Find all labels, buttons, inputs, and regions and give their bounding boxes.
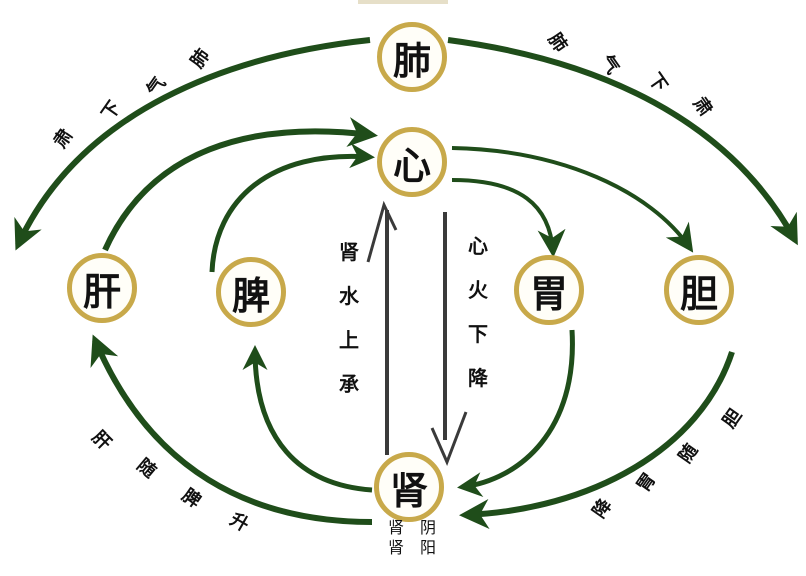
arrow-stomach-to-kidney	[457, 329, 575, 497]
label-kidney-water-rises-1: 肾	[339, 240, 359, 264]
label-kidney-yin-yang-right: 阴 阳	[420, 520, 436, 556]
label-heart-fire-descends-4: 降	[468, 366, 488, 390]
label-kidney-water-rises-4: 承	[339, 372, 359, 396]
label-kidney-yang-1: 肾	[388, 538, 405, 557]
label-heart-fire-descends: 心 火 下 降	[468, 236, 488, 388]
arrow-kidney-to-liver	[90, 334, 373, 525]
arrow-gallbladder-to-kidney	[459, 351, 735, 530]
label-kidney-yin-yang-left: 肾 肾	[388, 520, 404, 556]
node-gallbladder: 胆	[664, 255, 734, 325]
label-kidney-water-rises-2: 水	[339, 284, 359, 308]
label-kidney-water-rises: 肾 水 上 承	[339, 242, 359, 394]
label-heart-fire-descends-2: 火	[468, 278, 488, 302]
label-kidney-yang-2: 阳	[420, 538, 437, 557]
arrow-heart-to-stomach	[451, 178, 566, 258]
top-edge-decoration	[358, 0, 448, 4]
arrow-kidney-water-rise-head	[366, 200, 398, 263]
label-kidney-water-rises-3: 上	[339, 328, 359, 352]
arrow-lung-qi-descend-left	[14, 37, 371, 251]
node-spleen: 脾	[216, 257, 286, 327]
arrow-spleen-to-heart	[209, 143, 375, 273]
label-heart-fire-descends-3: 下	[468, 322, 488, 346]
arrow-liver-to-heart	[102, 117, 378, 252]
arrow-kidney-to-spleen	[242, 345, 373, 493]
node-kidney: 肾	[374, 452, 444, 522]
label-kidney-yin-2: 阴	[420, 518, 437, 537]
node-stomach: 胃	[514, 255, 584, 325]
arrow-heart-to-gallbladder	[451, 146, 694, 253]
arrow-heart-fire-descend-head	[430, 411, 468, 466]
node-lung: 肺	[377, 22, 447, 92]
arrow-lung-qi-descend-right	[447, 37, 798, 246]
label-kidney-yin-1: 肾	[388, 518, 405, 537]
node-heart: 心	[377, 127, 447, 197]
node-liver: 肝	[67, 253, 137, 323]
label-heart-fire-descends-1: 心	[468, 234, 488, 258]
